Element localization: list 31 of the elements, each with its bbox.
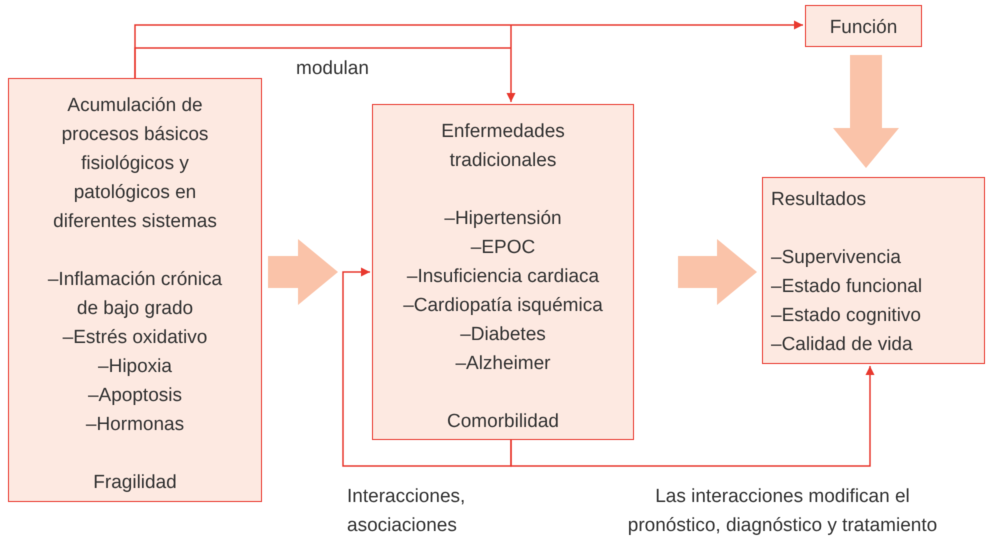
node-text: –Alzheimer	[455, 352, 551, 376]
node-text: Comorbilidad	[447, 410, 559, 434]
arrow	[510, 366, 874, 467]
arrow	[134, 24, 516, 103]
node-text: –Insuficiencia cardiaca	[406, 265, 600, 289]
node-text: Resultados	[771, 188, 866, 212]
node-text: –Estado funcional	[771, 275, 922, 299]
node-text: Acumulación de procesos básicos fisiológicos y patológicos en diferentes sistemas	[52, 94, 218, 234]
node-text: –Cardiopatía isquémica	[403, 294, 603, 318]
node-text: Fragilidad	[93, 471, 177, 495]
arrow	[342, 268, 512, 467]
node-text: –Hipertensión	[444, 207, 562, 231]
process-box	[8, 78, 262, 502]
node-text: –Calidad de vida	[771, 333, 913, 357]
node-text: –Inflamación crónica de bajo grado	[46, 268, 224, 321]
block-arrow	[268, 239, 338, 305]
node-text: –Apoptosis	[88, 384, 182, 408]
block-arrow	[833, 55, 899, 168]
node-text: –Estado cognitivo	[771, 304, 921, 328]
process-box	[805, 5, 922, 47]
node-text: –Supervivencia	[771, 246, 901, 270]
process-box	[372, 104, 634, 440]
node-text: Enfermedades tradicionales	[440, 120, 566, 173]
node-text: –Hipoxia	[98, 355, 172, 379]
node-text: –Diabetes	[460, 323, 546, 347]
node-text: Función	[830, 16, 898, 40]
node-text: –Estrés oxidativo	[62, 326, 208, 350]
node-text: –Hormonas	[86, 413, 184, 437]
block-arrow	[678, 239, 757, 305]
process-box	[762, 177, 985, 364]
node-text: –EPOC	[470, 236, 536, 260]
